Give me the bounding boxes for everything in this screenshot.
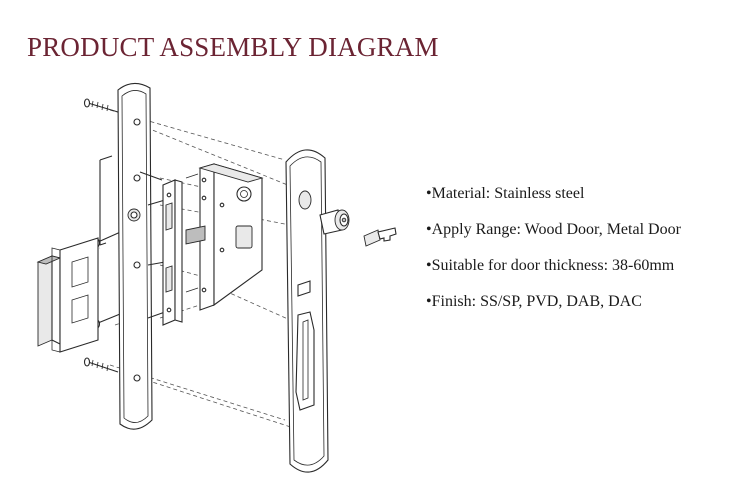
lock-faceplate [162,179,183,326]
strike-box [36,255,62,347]
screw-bottom-left [83,357,119,373]
outer-trim-plate [285,149,329,473]
lock-cylinder [319,209,350,235]
door-edge [99,155,113,246]
spec-door-thickness: •Suitable for door thickness: 38-60mm [426,257,675,274]
strike-plate [51,237,99,353]
spec-finish: •Finish: SS/SP, PVD, DAB, DAC [426,293,642,310]
page-title: PRODUCT ASSEMBLY DIAGRAM [27,32,439,62]
inner-escutcheon-plate [117,82,153,430]
mortise-lock-body [185,163,264,311]
screws-middle [139,171,166,319]
key-icon [363,227,397,247]
spec-apply-range: •Apply Range: Wood Door, Metal Door [426,221,681,238]
spec-material: •Material: Stainless steel [426,185,585,202]
spec-list: •Material: Stainless steel •Apply Range:… [426,183,681,327]
screw-top-left [83,98,119,113]
